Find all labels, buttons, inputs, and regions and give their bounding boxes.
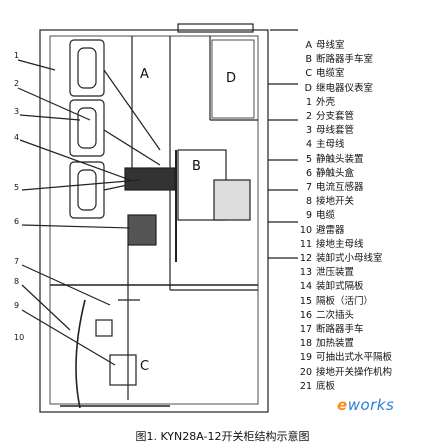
callout-labels: 1 2 3 4 5 6 7 8 9 10 [14,51,24,342]
room-label-a: A [140,67,149,82]
callout-3: 3 [14,107,19,116]
callout-10: 10 [14,333,24,342]
cabinet-inner [49,35,259,405]
watermark-logo: eworks [337,396,395,414]
contact-box [124,167,176,191]
surge-arrester [109,354,137,386]
relay-room [211,39,255,119]
room-label-b: B [192,159,201,174]
cable-room-box [95,319,113,337]
callout-9: 9 [14,301,19,310]
bushing-2 [69,99,105,157]
room-label-d: D [226,71,236,86]
cabinet-outline [39,29,269,413]
pressure-relief [177,23,254,33]
callout-4: 4 [14,133,19,142]
callout-8: 8 [14,277,19,286]
figure-caption: 图1. KYN28A-12开关柜结构示意图 [135,430,310,443]
cable [75,299,86,409]
callout-1: 1 [14,51,19,60]
callout-7: 7 [14,257,19,266]
callout-6: 6 [14,217,19,226]
callout-5: 5 [14,183,19,192]
current-transformer [127,214,157,246]
callout-2: 2 [14,79,19,88]
bushing-1 [69,39,105,97]
room-label-c: C [140,359,149,374]
